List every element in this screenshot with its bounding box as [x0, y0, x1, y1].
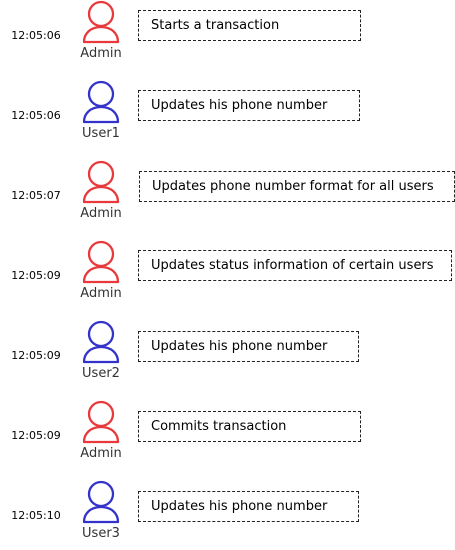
event-row: 12:05:07 Admin Updates phone number form…: [0, 160, 455, 230]
event-time: 12:05:09: [11, 349, 61, 362]
admin-person-icon: [82, 0, 120, 44]
event-row: 12:05:10 User3 Updates his phone number: [0, 480, 455, 550]
event-description: Updates his phone number: [138, 90, 360, 121]
actor-name: Admin: [80, 286, 122, 301]
person-head: [87, 480, 115, 508]
person-head: [87, 160, 115, 188]
event-row: 12:05:09 User2 Updates his phone number: [0, 320, 455, 390]
admin-person-icon: [82, 400, 120, 444]
person-head: [87, 0, 115, 28]
admin-person-icon: [82, 160, 120, 204]
person-body: [82, 505, 120, 524]
event-description: Updates his phone number: [138, 331, 359, 362]
event-row: 12:05:06 Admin Starts a transaction: [0, 0, 455, 70]
event-time: 12:05:09: [11, 269, 61, 282]
event-time: 12:05:06: [11, 29, 61, 42]
person-head: [87, 320, 115, 348]
actor-name: User1: [82, 126, 120, 141]
actor-name: Admin: [80, 446, 122, 461]
person-body: [82, 425, 120, 444]
person-body: [82, 185, 120, 204]
event-description: Updates his phone number: [138, 491, 359, 522]
user-person-icon: [82, 80, 120, 124]
user-person-icon: [82, 320, 120, 364]
user-person-icon: [82, 480, 120, 524]
event-time: 12:05:07: [11, 189, 61, 202]
event-description: Starts a transaction: [138, 10, 361, 41]
person-body: [82, 105, 120, 124]
actor-name: User3: [82, 526, 120, 541]
actor-name: Admin: [80, 206, 122, 221]
event-description: Updates status information of certain us…: [138, 250, 452, 281]
event-row: 12:05:06 User1 Updates his phone number: [0, 80, 455, 150]
person-body: [82, 25, 120, 44]
event-time: 12:05:06: [11, 109, 61, 122]
admin-person-icon: [82, 240, 120, 284]
actor-name: User2: [82, 366, 120, 381]
person-head: [87, 80, 115, 108]
actor-name: Admin: [80, 46, 122, 61]
event-time: 12:05:10: [11, 509, 61, 522]
person-head: [87, 400, 115, 428]
person-head: [87, 240, 115, 268]
person-body: [82, 265, 120, 284]
event-description: Commits transaction: [138, 411, 361, 442]
event-time: 12:05:09: [11, 429, 61, 442]
event-row: 12:05:09 Admin Updates status informatio…: [0, 240, 455, 310]
event-row: 12:05:09 Admin Commits transaction: [0, 400, 455, 470]
person-body: [82, 345, 120, 364]
event-description: Updates phone number format for all user…: [139, 171, 455, 202]
